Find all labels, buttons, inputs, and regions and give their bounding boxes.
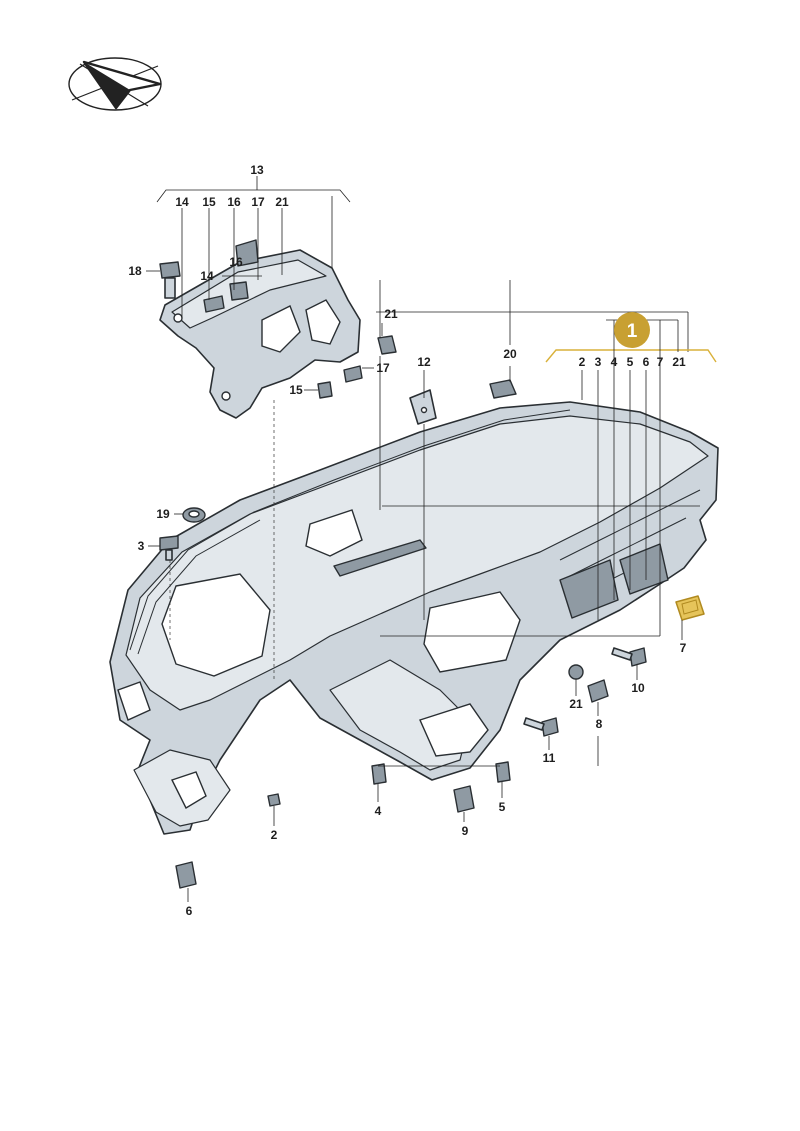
clip-17-right: [343, 365, 363, 383]
callout-8: 8: [596, 717, 603, 731]
callout-2-group: 2: [579, 355, 586, 369]
callout-15-top: 15: [202, 195, 216, 209]
callout-14-top: 14: [175, 195, 189, 209]
callout-14-mid: 14: [200, 269, 214, 283]
clip-20: [489, 379, 517, 399]
callout-2-bottom: 2: [271, 828, 278, 842]
callout-5-group: 5: [627, 355, 634, 369]
callout-9: 9: [462, 824, 469, 838]
group-badge-label: 1: [627, 321, 638, 342]
callout-6-bottom: 6: [186, 904, 193, 918]
clip-8: [587, 679, 609, 703]
callout-4-group: 4: [611, 355, 618, 369]
callout-numbers: 13 14 15 16 17 21 18 14 16 21 17 15 12 2…: [128, 163, 686, 918]
grommet-19: [182, 507, 206, 523]
clip-7-highlighted: [675, 595, 705, 621]
group-badge: 1: [614, 312, 650, 348]
bolt-11: [523, 717, 559, 737]
cap-21-right: [377, 335, 397, 355]
callout-21-right: 21: [384, 307, 398, 321]
clip-4-bottom: [371, 763, 387, 785]
callout-4-bottom: 4: [375, 804, 382, 818]
clip-15-left: [317, 381, 333, 399]
clip-9: [453, 785, 475, 813]
callout-21-top: 21: [275, 195, 289, 209]
clip-2-bottom: [267, 793, 281, 807]
callout-7-group: 7: [657, 355, 664, 369]
callout-15-left: 15: [289, 383, 303, 397]
clip-5-bottom: [495, 761, 511, 783]
bolt-18: [159, 261, 181, 299]
callout-11: 11: [543, 751, 556, 765]
screw-3-left: [159, 535, 179, 561]
plug-21: [568, 664, 584, 680]
callout-17-right: 17: [376, 361, 390, 375]
callout-18: 18: [128, 264, 142, 278]
bracket-12: [409, 389, 437, 425]
callout-16-mid: 16: [229, 255, 243, 269]
callout-10: 10: [631, 681, 645, 695]
callout-3-group: 3: [595, 355, 602, 369]
callout-7-clip: 7: [680, 641, 687, 655]
direction-arrow-icon: [68, 57, 162, 111]
callout-20: 20: [503, 347, 517, 361]
callout-17-top: 17: [251, 195, 265, 209]
callout-19: 19: [156, 507, 170, 521]
callout-5-bottom: 5: [499, 800, 506, 814]
leader-lines: [146, 176, 717, 902]
callout-16-top: 16: [227, 195, 241, 209]
clip-16-mid: [229, 281, 249, 301]
clip-6-bottom: [175, 861, 197, 889]
callout-12: 12: [417, 355, 431, 369]
dashboard-carrier: [109, 401, 719, 835]
callout-21-group: 21: [672, 355, 686, 369]
callout-21-plug: 21: [569, 697, 583, 711]
callout-3-left: 3: [138, 539, 145, 553]
bolt-10: [611, 647, 647, 667]
callout-13: 13: [250, 163, 264, 177]
callout-6-group: 6: [643, 355, 650, 369]
